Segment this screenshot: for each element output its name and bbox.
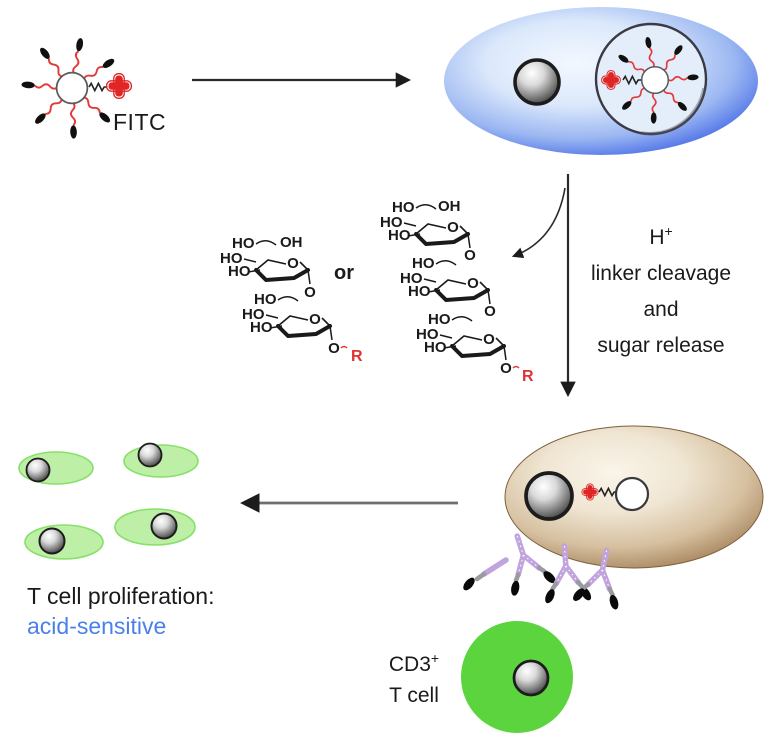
or-label: or [334, 262, 354, 284]
cd3-line: CD3+ [388, 650, 440, 676]
oh-label: OH [438, 198, 461, 215]
antibody-tip [463, 577, 475, 591]
endosome-shadow [640, 87, 706, 136]
proliferation-line: T cell proliferation: [27, 583, 215, 609]
sugar-release-line: sugar release [597, 334, 725, 357]
brown-cell [504, 425, 764, 569]
surface-antibodies-group [463, 528, 631, 612]
trisaccharide-structure: OH O O O R [380, 198, 534, 385]
anomeric-oxygen-label: O [328, 340, 340, 357]
and-line: and [643, 298, 679, 321]
fitc-label: FITC [113, 109, 167, 135]
process-caption: H+ linker cleavage and sugar release [572, 213, 750, 364]
r-group-label: R [522, 368, 534, 385]
anomeric-oxygen-label: O [500, 360, 512, 377]
acid-line: H+ [649, 223, 673, 249]
blue-cell [444, 7, 758, 155]
linker-cleavage-line: linker cleavage [590, 262, 732, 285]
oh-label: OH [280, 234, 303, 251]
antibody-arm [481, 557, 509, 577]
r-group-label: R [351, 348, 363, 365]
proliferating-t-cells-group [18, 442, 199, 560]
cell-nucleus-sphere [524, 471, 574, 521]
cd3-t-cell-label: CD3+ T cell [368, 643, 460, 711]
cd3-t-cell [461, 621, 573, 733]
disaccharide-structure: OH O O R [220, 234, 363, 365]
glycosidic-oxygen-label: O [304, 284, 316, 301]
cell-nucleus-sphere [513, 58, 561, 106]
glycosidic-oxygen-label: O [464, 247, 476, 264]
sugar-release-curved-arrow [511, 187, 566, 259]
glycosidic-oxygen-label: O [484, 303, 496, 320]
result-caption: T cell proliferation: acid-sensitive [27, 581, 215, 641]
acid-sensitive-line: acid-sensitive [27, 613, 167, 639]
t-cell-line: T cell [389, 684, 439, 707]
t-cell-nucleus-sphere [512, 659, 550, 697]
bare-nanoparticle-core [614, 476, 650, 512]
